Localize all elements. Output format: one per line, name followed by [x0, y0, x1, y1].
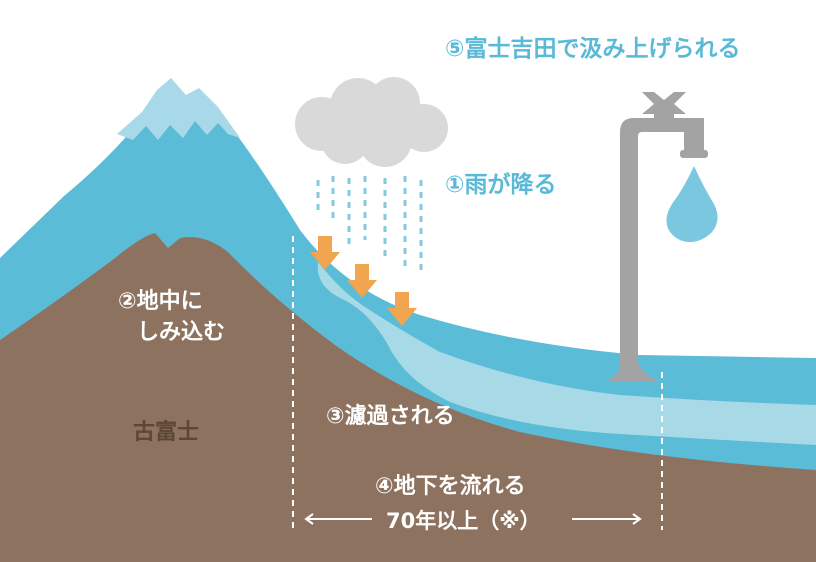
down-arrow-icon	[387, 292, 417, 326]
step3-label: ③濾過される	[326, 404, 455, 429]
step2-label-line1: ②地中に	[118, 289, 203, 314]
faucet-icon	[606, 92, 708, 382]
groundwater-flow	[317, 262, 816, 445]
rain	[316, 176, 423, 276]
ko-fuji-ground	[0, 233, 816, 562]
down-arrow-icon	[310, 236, 340, 270]
water-drop-icon	[666, 166, 718, 242]
step4-label: ④地下を流れる	[375, 474, 526, 499]
kofuji-label: 古富士	[133, 420, 200, 445]
step5-label: ⑤富士吉田で汲み上げられる	[445, 36, 741, 62]
snow-cap	[117, 78, 240, 140]
duration-label: 70年以上（※）	[386, 509, 541, 533]
duration-arrow	[304, 513, 642, 525]
cloud-icon	[295, 77, 448, 167]
step1-label: ①雨が降る	[445, 172, 557, 198]
step2-label-line2: しみ込む	[137, 320, 226, 345]
down-arrow-icon	[347, 264, 377, 298]
